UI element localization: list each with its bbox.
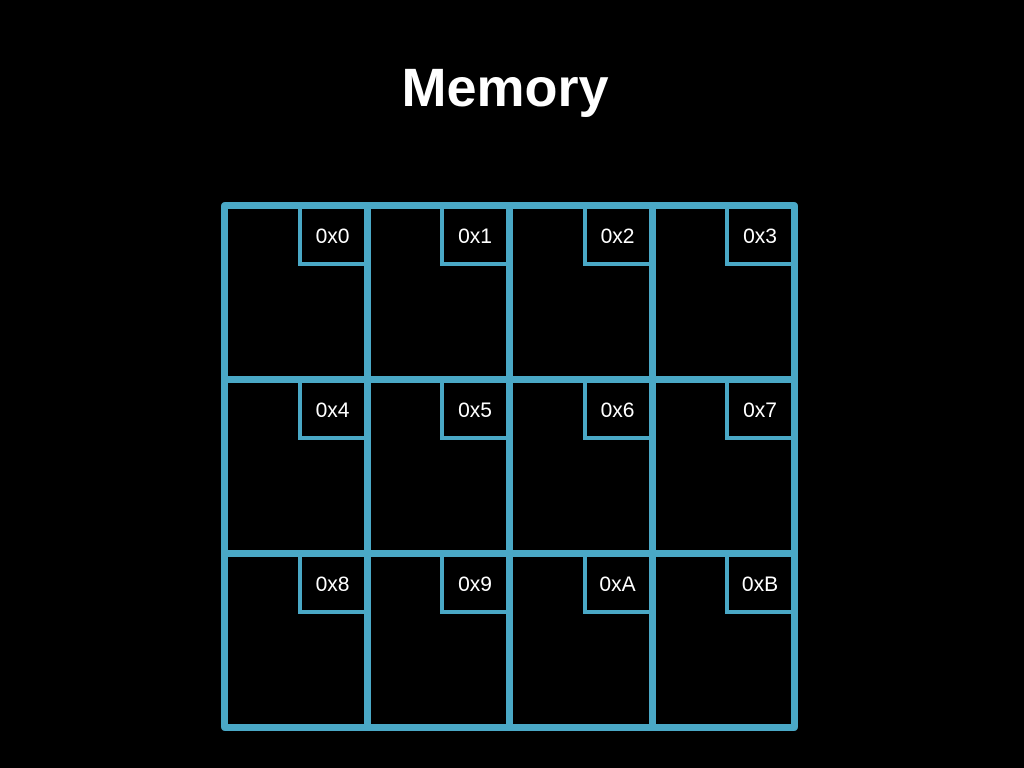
address-box: 0x8 <box>297 557 364 614</box>
memory-cell: 0x5 <box>371 383 506 550</box>
grid-divider-horizontal <box>228 550 791 557</box>
memory-cell: 0x0 <box>228 209 364 376</box>
memory-cell: 0x8 <box>228 557 364 724</box>
address-label: 0xA <box>599 573 636 596</box>
address-label: 0x1 <box>458 225 492 248</box>
grid-divider-horizontal <box>228 376 791 383</box>
memory-cell: 0xB <box>656 557 791 724</box>
address-label: 0x6 <box>600 399 635 422</box>
address-box: 0x7 <box>725 383 791 440</box>
grid-divider-vertical <box>506 209 513 724</box>
memory-cell: 0x3 <box>656 209 791 376</box>
memory-cell: 0x7 <box>656 383 791 550</box>
address-label: 0xB <box>741 573 779 596</box>
address-label: 0x0 <box>315 225 350 248</box>
address-box: 0x5 <box>440 383 506 440</box>
address-label: 0x7 <box>743 399 777 422</box>
address-box: 0xB <box>725 557 791 614</box>
address-label: 0x8 <box>315 573 350 596</box>
memory-cell: 0xA <box>513 557 649 724</box>
memory-cell: 0x4 <box>228 383 364 550</box>
grid-divider-vertical <box>363 209 371 724</box>
address-box: 0xA <box>582 557 649 614</box>
memory-cell: 0x9 <box>371 557 506 724</box>
address-label: 0x9 <box>458 573 492 596</box>
address-label: 0x3 <box>743 225 777 248</box>
address-box: 0x1 <box>440 209 506 266</box>
address-box: 0x4 <box>297 383 364 440</box>
address-label: 0x5 <box>458 399 492 422</box>
memory-grid: 0x0 0x1 0x2 0x3 0x4 0x5 0x6 0x7 0x8 0x9 0xA 0xB <box>221 202 798 731</box>
address-box: 0x2 <box>582 209 649 266</box>
memory-cell: 0x1 <box>371 209 506 376</box>
grid-divider-vertical <box>648 209 656 724</box>
memory-cell: 0x6 <box>513 383 649 550</box>
address-box: 0x9 <box>440 557 506 614</box>
memory-cell: 0x2 <box>513 209 649 376</box>
address-label: 0x2 <box>600 225 635 248</box>
page-title: Memory <box>401 58 609 118</box>
address-label: 0x4 <box>315 399 350 422</box>
address-box: 0x6 <box>582 383 649 440</box>
address-box: 0x0 <box>297 209 364 266</box>
address-box: 0x3 <box>725 209 791 266</box>
